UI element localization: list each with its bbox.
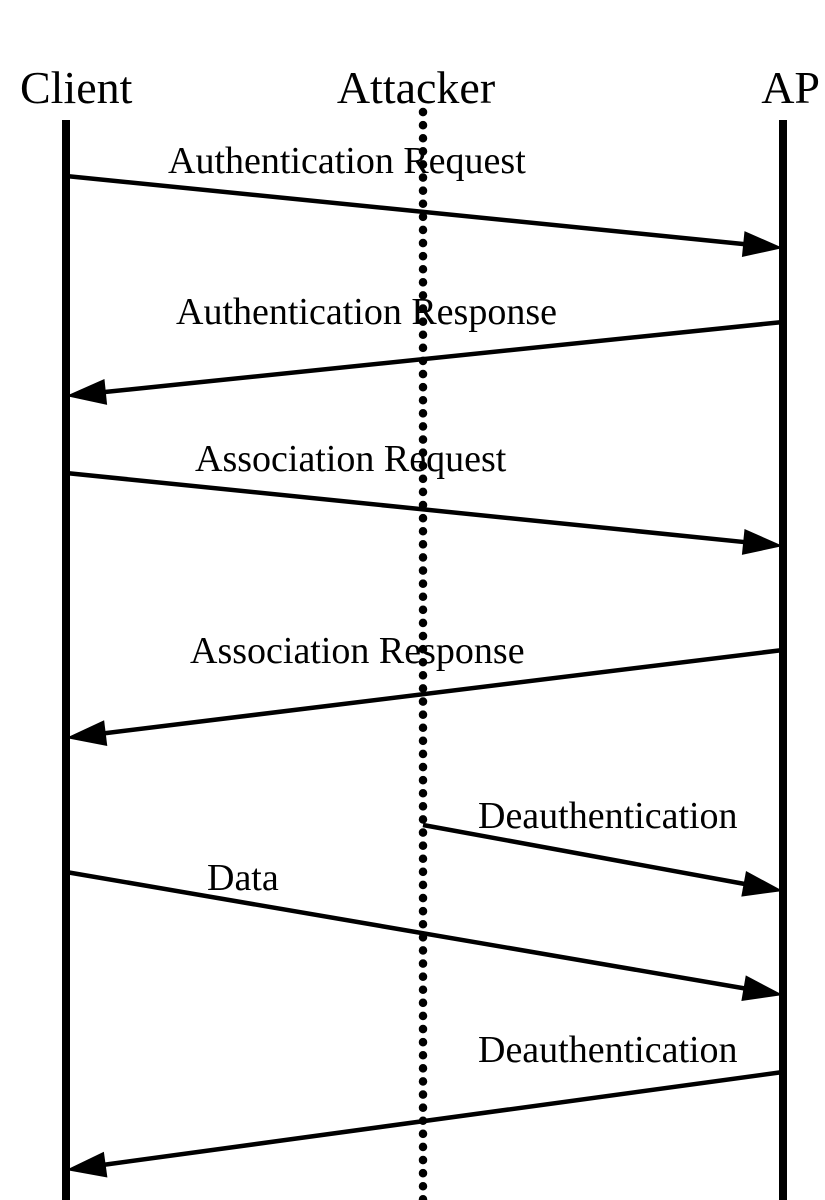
actor-label-attacker: Attacker <box>337 62 495 113</box>
message-label-m6: Data <box>207 857 279 899</box>
message-label-m2: Authentication Response <box>176 291 557 333</box>
message-line-m2 <box>99 319 784 395</box>
actor-label-client: Client <box>20 62 133 113</box>
message-label-m4: Association Response <box>190 630 525 672</box>
message-label-m3: Association Request <box>195 438 507 480</box>
message-arrowhead-m3 <box>741 529 783 555</box>
message-arrowhead-m6 <box>741 975 783 1002</box>
message-m3: Association Request <box>65 438 783 555</box>
message-label-m1: Authentication Request <box>168 140 526 182</box>
message-m7: Deauthentication <box>66 1029 784 1178</box>
message-m2: Authentication Response <box>66 291 784 405</box>
message-line-m7 <box>99 1069 784 1168</box>
message-label-m5: Deauthentication <box>478 795 738 837</box>
message-arrowhead-m2 <box>66 378 108 405</box>
message-m1: Authentication Request <box>65 140 783 257</box>
message-line-m5 <box>422 822 750 888</box>
message-m5: Deauthentication <box>422 795 783 897</box>
message-arrowhead-m1 <box>741 231 783 257</box>
message-line-m6 <box>65 869 750 992</box>
actor-labels-group: Client Attacker AP <box>20 62 820 113</box>
actor-label-ap: AP <box>761 62 820 113</box>
message-arrowhead-m4 <box>66 720 108 747</box>
lifelines-group <box>62 107 787 1200</box>
message-line-m4 <box>99 647 784 737</box>
message-label-m7: Deauthentication <box>478 1029 738 1071</box>
message-line-m1 <box>65 173 750 247</box>
message-m6: Data <box>65 857 783 1002</box>
message-line-m3 <box>65 470 750 545</box>
message-arrowhead-m7 <box>66 1151 108 1178</box>
message-m4: Association Response <box>66 630 784 747</box>
message-arrowhead-m5 <box>741 871 783 897</box>
